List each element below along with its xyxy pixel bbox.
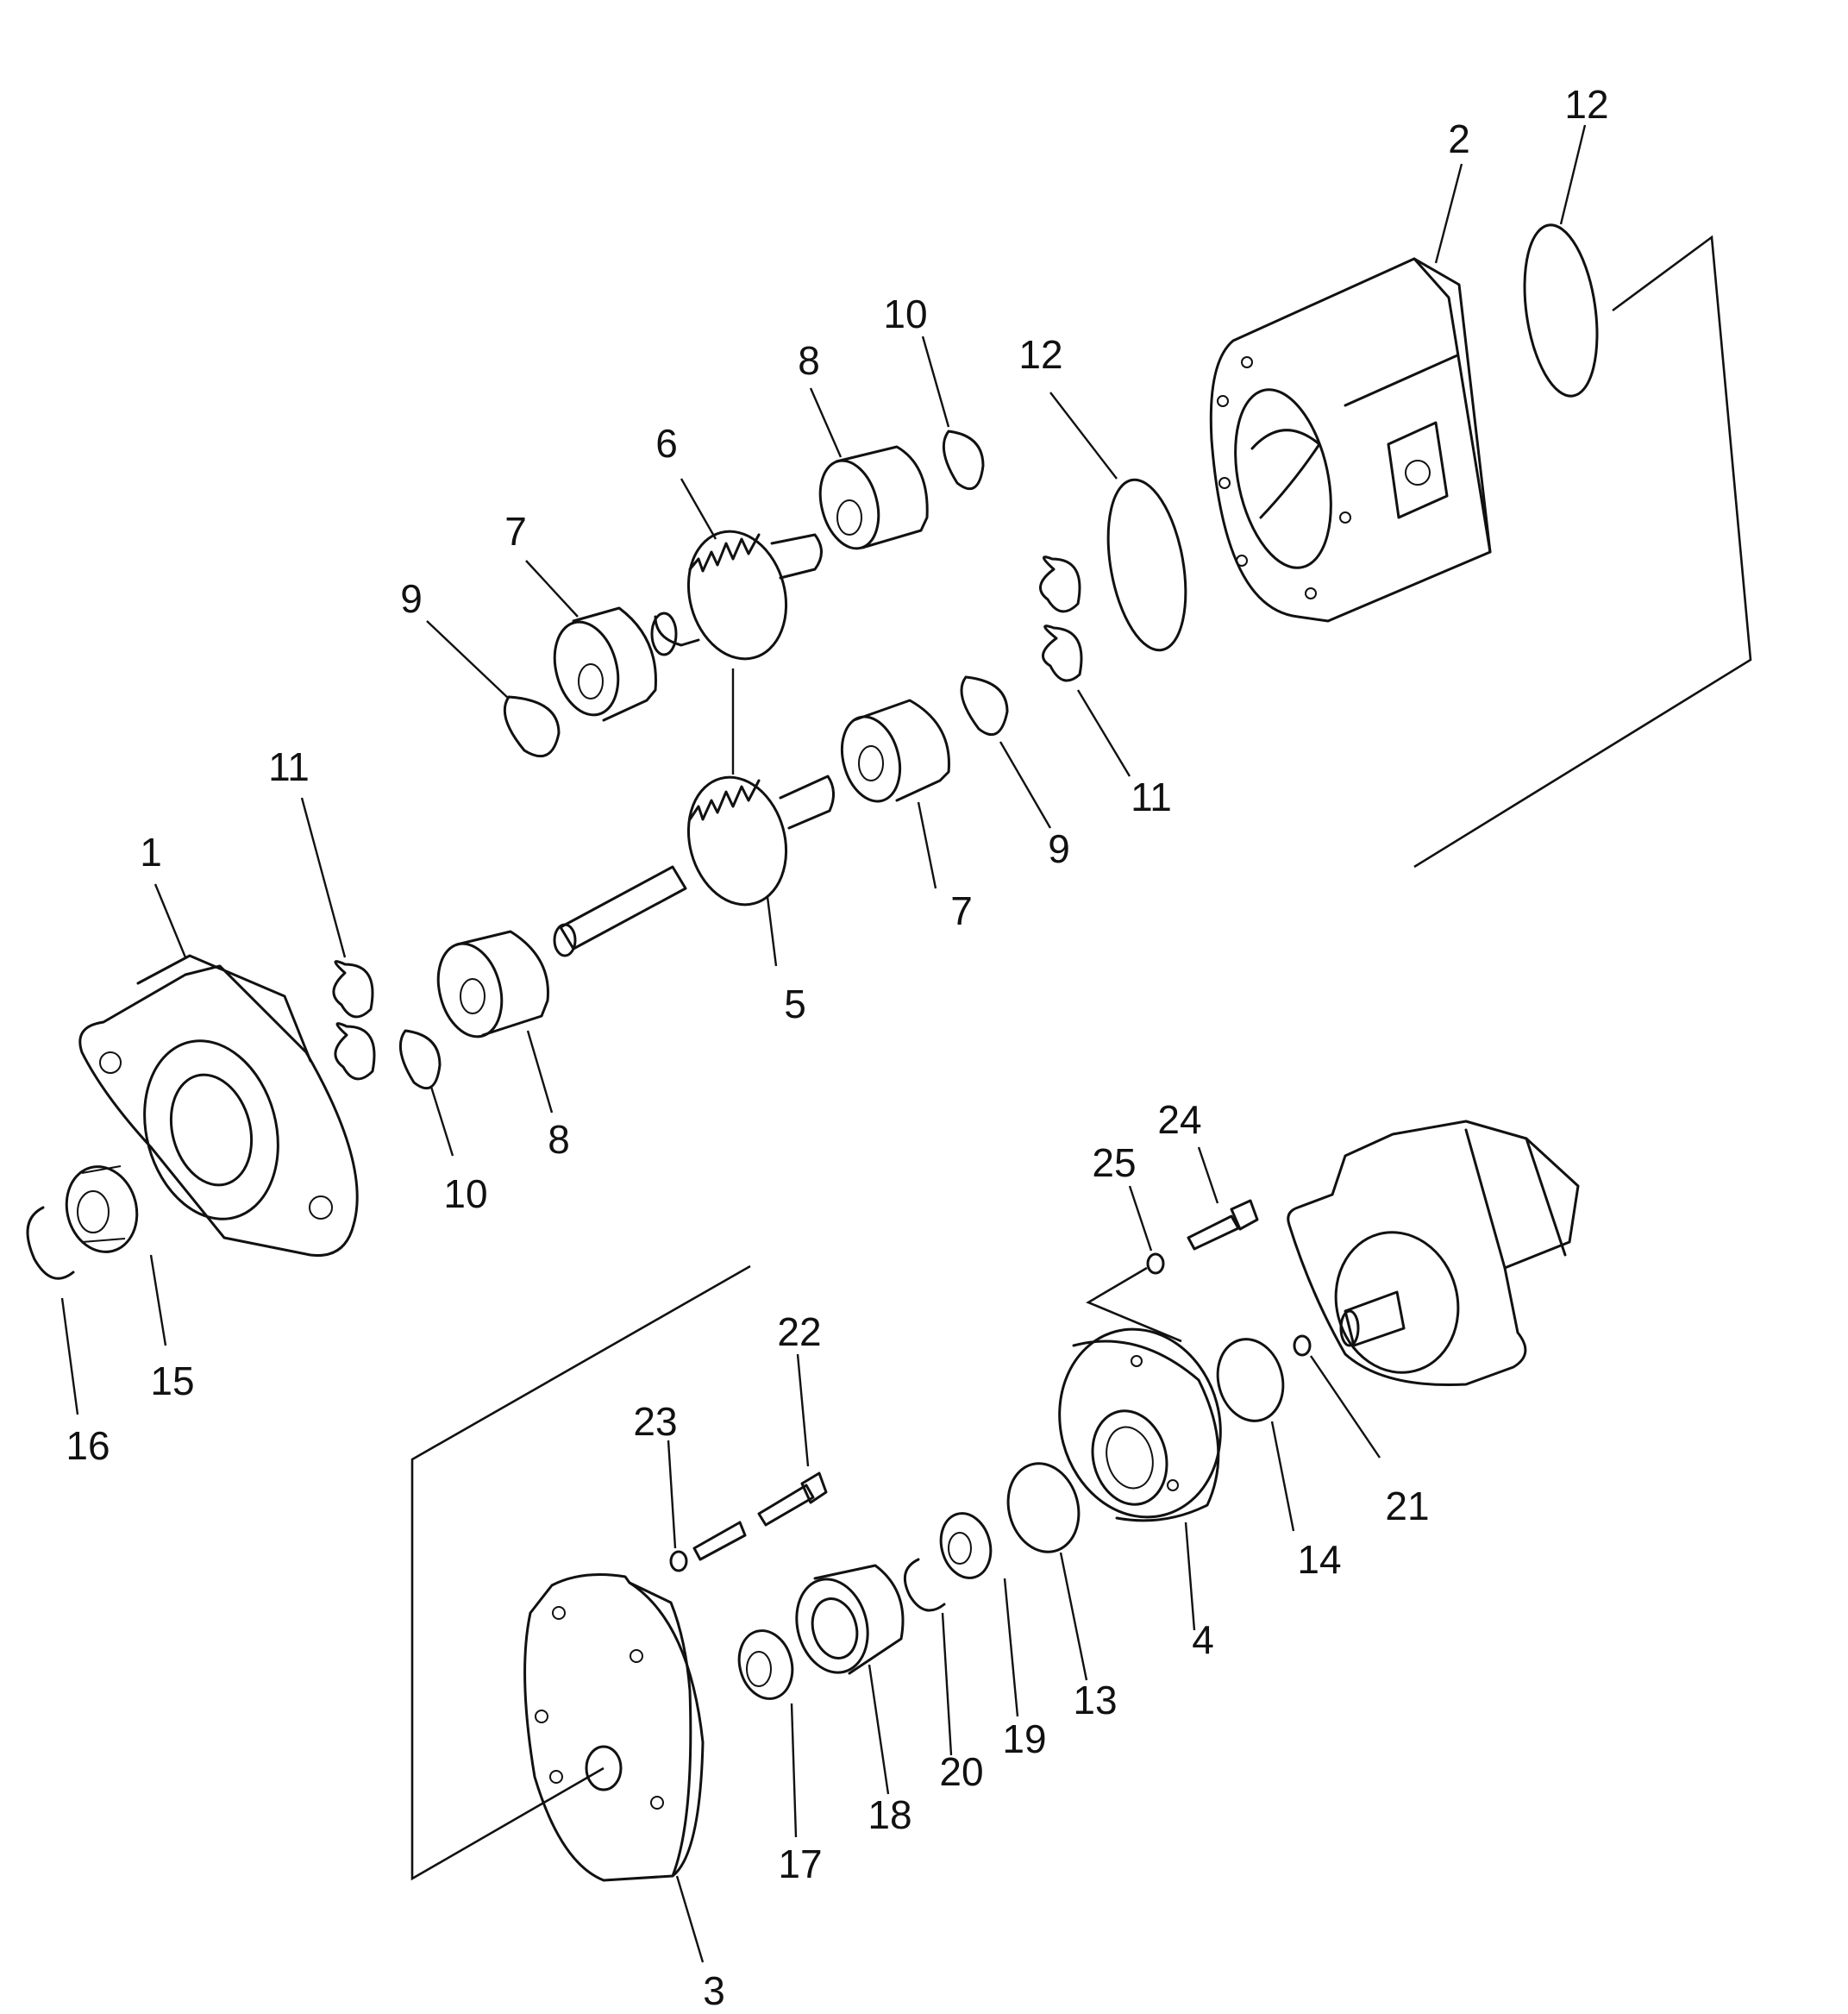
upper-assembly-frame [1413,235,1752,869]
callout-22: 22 [777,1309,821,1354]
mount-bracket-line [1086,1266,1182,1343]
lower-assembly-frame [410,1264,751,1881]
callout-20: 20 [939,1749,983,1794]
callout-13: 13 [1073,1678,1117,1722]
part-23-stud-and-washer [669,1521,747,1572]
part-2-pump-housing [1209,257,1492,623]
part-12-seal-ring-lower [1106,478,1187,652]
callout-16: 16 [66,1423,110,1468]
leader-lines [60,124,1587,1963]
callout-25: 25 [1092,1140,1136,1185]
part-19-small-gear [939,1512,993,1579]
callout-14: 14 [1297,1537,1341,1582]
callout-2: 2 [1448,116,1470,161]
part-17-small-gear [737,1629,794,1700]
callout-12-upper: 12 [1564,82,1608,127]
part-21-small-ring [1293,1334,1312,1357]
part-7-bushing-upper [553,606,657,722]
callout-10-upper: 10 [883,292,927,336]
part-10-seal-upper [942,430,985,491]
callout-7-lower: 7 [950,888,973,933]
callout-8-lower: 8 [548,1117,570,1162]
callout-1: 1 [140,830,162,875]
part-8-bushing-lower [436,930,549,1038]
callout-21: 21 [1385,1484,1429,1528]
part-9-seal-upper [503,695,561,758]
callout-11-upper: 11 [1131,775,1172,819]
callout-7-upper: 7 [504,509,527,554]
part-8-bushing-upper [818,445,929,550]
part-18-needle-bearing [795,1564,905,1675]
callout-9-lower: 9 [1048,826,1070,871]
callout-4: 4 [1192,1617,1214,1662]
callout-11-lower: 11 [268,744,310,789]
callout-9-upper: 9 [400,576,423,621]
callout-6: 6 [655,421,678,466]
part-20-snap-ring [903,1558,946,1612]
part-11-double-seal-lower [332,960,376,1081]
part-3-rear-cover [523,1573,705,1882]
part-24-bolt [1187,1199,1259,1251]
callout-15: 15 [150,1358,194,1403]
callout-10-lower: 10 [443,1171,487,1216]
part-6-driven-gear [650,530,823,661]
part-9-seal-lower [960,675,1009,737]
callout-23: 23 [633,1399,677,1444]
part-5-drive-gear-shaft [553,775,835,957]
part-11-double-seal-upper [1039,555,1083,682]
callout-17: 17 [778,1841,822,1886]
callout-3: 3 [703,1968,725,2013]
part-22-bolt [757,1471,828,1527]
part-13-o-ring [1006,1462,1081,1553]
callout-5: 5 [784,982,806,1026]
part-1-front-cover [78,954,359,1258]
callout-labels: 1 2 3 4 5 6 7 7 8 8 9 9 10 10 11 11 12 1… [66,82,1608,2013]
callout-12-lower: 12 [1018,332,1062,377]
part-14-o-ring [1216,1338,1285,1422]
callout-18: 18 [868,1792,911,1837]
part-15-bearing [65,1165,139,1253]
part-25-washer [1146,1252,1165,1275]
pump-unit-assembly [1287,1120,1580,1387]
part-12-seal-ring-upper [1523,223,1599,398]
callout-19: 19 [1002,1716,1046,1761]
part-4-mounting-plate [1058,1327,1222,1522]
callout-8-upper: 8 [798,338,820,383]
part-10-seal-lower [398,1029,442,1090]
part-7-bushing-lower [840,699,950,803]
part-16-snap-ring [26,1206,75,1280]
callout-24: 24 [1157,1097,1201,1142]
